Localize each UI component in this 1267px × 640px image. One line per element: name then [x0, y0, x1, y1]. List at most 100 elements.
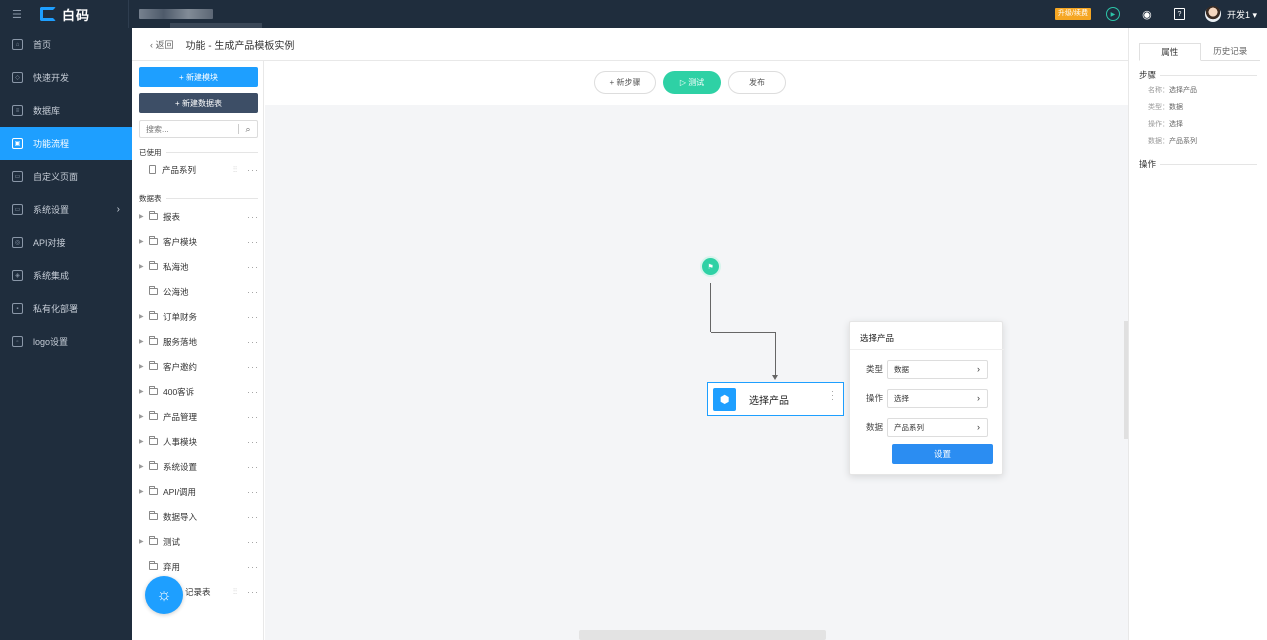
settings-button[interactable]: 设置 — [892, 444, 993, 464]
more-icon[interactable]: ··· — [247, 361, 259, 372]
caret-right-icon[interactable]: ▶ — [139, 439, 144, 445]
caret-right-icon[interactable]: ▶ — [139, 339, 144, 345]
blurred-tab[interactable] — [139, 9, 214, 19]
list-item[interactable]: ▶ 客户邀约 ··· — [139, 354, 259, 379]
more-icon[interactable]: ··· — [247, 236, 259, 247]
sidebar-item-system-settings[interactable]: ▭系统设置› — [0, 193, 132, 226]
settings-icon[interactable]: ⫶⫶ — [233, 586, 237, 596]
list-item-label: 测试 — [163, 536, 181, 547]
chevron-right-icon: › — [977, 364, 980, 374]
type-select[interactable]: 数据› — [887, 359, 988, 379]
list-item[interactable]: ▶客户模块··· — [139, 229, 259, 254]
sidebar-item-private-deploy[interactable]: ▪私有化部署 — [0, 292, 132, 325]
sidebar-item-database[interactable]: ≡数据库 — [0, 94, 132, 127]
sidebar-item-api[interactable]: ◎API对接 — [0, 226, 132, 259]
caret-right-icon[interactable]: ▶ — [139, 214, 144, 220]
caret-right-icon[interactable]: ▶ — [139, 414, 144, 420]
avatar[interactable] — [1204, 6, 1221, 22]
sidebar-item-home[interactable]: ⌂首页 — [0, 28, 132, 61]
settings-icon[interactable]: ⫶⫶ — [233, 164, 237, 174]
caret-right-icon[interactable]: ▶ — [139, 264, 144, 270]
more-icon[interactable]: ··· — [247, 486, 259, 497]
operation-row: 操作 选择› — [850, 388, 1004, 408]
more-icon[interactable]: ··· — [247, 164, 259, 175]
list-item[interactable]: ▶ 测试 ··· — [139, 529, 259, 554]
data-select[interactable]: 产品系列› — [887, 417, 988, 437]
list-item[interactable]: 数据导入 ··· — [139, 504, 259, 529]
cube-icon: ◇ — [12, 72, 23, 83]
new-step-button[interactable]: + 新步骤 — [594, 71, 656, 94]
operation-select[interactable]: 选择› — [887, 388, 988, 408]
more-icon[interactable]: ··· — [247, 411, 259, 422]
new-table-button[interactable]: + 新建数据表 — [139, 93, 258, 113]
horizontal-scrollbar[interactable] — [579, 630, 826, 640]
more-vertical-icon[interactable]: ··· — [831, 386, 834, 404]
search-input[interactable] — [140, 124, 238, 134]
sidebar-item-logo[interactable]: ▫logo设置 — [0, 325, 132, 358]
sidebar-item-flow[interactable]: ▣功能流程 — [0, 127, 132, 160]
flow-step-node[interactable]: ⬢ 选择产品 ··· — [707, 382, 844, 416]
list-item[interactable]: ▶私海池··· — [139, 254, 259, 279]
tab-properties[interactable]: 属性 — [1139, 43, 1201, 61]
list-item[interactable]: ▶报表··· — [139, 204, 259, 229]
more-icon[interactable]: ··· — [247, 386, 259, 397]
caret-right-icon[interactable]: ▶ — [139, 464, 144, 470]
more-icon[interactable]: ··· — [247, 436, 259, 447]
more-icon[interactable]: ··· — [247, 286, 259, 297]
list-item[interactable]: 公海池··· — [139, 279, 259, 304]
play-icon[interactable]: ▶ — [1105, 7, 1120, 21]
more-icon[interactable]: ··· — [247, 561, 259, 572]
lightbulb-icon[interactable]: ☼ — [145, 576, 183, 614]
list-item[interactable]: ▶订单财务··· — [139, 304, 259, 329]
caret-right-icon[interactable]: ▶ — [139, 364, 144, 370]
publish-button[interactable]: 发布 — [728, 71, 786, 94]
list-item[interactable]: ▶API/调用··· — [139, 479, 259, 504]
more-icon[interactable]: ··· — [247, 511, 259, 522]
more-icon[interactable]: ··· — [247, 586, 259, 597]
more-icon[interactable]: ··· — [247, 211, 259, 222]
data-row: 数据 产品系列› — [850, 417, 1004, 437]
new-module-button[interactable]: + 新建模块 — [139, 67, 258, 87]
more-icon[interactable]: ··· — [247, 261, 259, 272]
more-icon[interactable]: ··· — [247, 336, 259, 347]
list-item[interactable]: ▶产品管理··· — [139, 404, 259, 429]
upgrade-button[interactable]: 升级/续费 — [1055, 8, 1091, 20]
prop-operation: 操作：选择 — [1148, 121, 1183, 128]
tab-history[interactable]: 历史记录 — [1213, 46, 1248, 56]
sidebar-item-integration[interactable]: ◈系统集成 — [0, 259, 132, 292]
start-flag-icon[interactable]: ⚑ — [702, 258, 719, 275]
user-menu[interactable]: 开发1 ▾ — [1226, 9, 1257, 20]
more-icon[interactable]: ··· — [247, 536, 259, 547]
list-item[interactable]: 记录表 ⫶⫶··· — [185, 586, 259, 597]
caret-right-icon[interactable]: ▶ — [139, 314, 144, 320]
home-icon: ⌂ — [12, 39, 23, 50]
list-item-label: 数据导入 — [163, 511, 198, 522]
test-button[interactable]: ▷ 测试 — [663, 71, 721, 94]
more-icon[interactable]: ··· — [247, 461, 259, 472]
sidebar-item-quick-dev[interactable]: ◇快速开发 — [0, 61, 132, 94]
caret-right-icon[interactable]: ▶ — [139, 239, 144, 245]
eye-icon[interactable]: ◉ — [1142, 8, 1152, 21]
list-item[interactable]: 弃用··· — [139, 554, 259, 579]
properties-tabs: 属性 历史记录 — [1139, 43, 1260, 61]
list-item-label: 客户邀约 — [163, 361, 198, 372]
document-icon[interactable]: ? — [1173, 8, 1185, 20]
caret-right-icon[interactable]: ▶ — [139, 539, 144, 545]
sidebar-item-custom-page[interactable]: ▭自定义页面 — [0, 160, 132, 193]
vertical-scrollbar[interactable] — [1124, 321, 1128, 439]
menu-icon[interactable]: ☰ — [12, 8, 22, 21]
list-item[interactable]: ▶人事模块··· — [139, 429, 259, 454]
flow-canvas[interactable]: + 新步骤 ▷ 测试 发布 ⚑ ⬢ 选择产品 ··· 选择产品 类型 数据› 操… — [265, 61, 1128, 640]
used-item[interactable]: 产品系列 ⫶⫶··· — [139, 157, 259, 182]
folder-icon — [149, 461, 158, 470]
list-item[interactable]: ▶400客诉··· — [139, 379, 259, 404]
list-item[interactable]: ▶服务落地··· — [139, 329, 259, 354]
more-icon[interactable]: ··· — [247, 311, 259, 322]
list-item[interactable]: ▶ 系统设置 ··· — [139, 454, 259, 479]
caret-right-icon[interactable]: ▶ — [139, 389, 144, 395]
search-icon[interactable]: ⌕ — [245, 123, 251, 134]
caret-right-icon[interactable]: ▶ — [139, 489, 144, 495]
back-button[interactable]: ‹ 返回 — [150, 39, 174, 50]
list-item-label: 系统设置 — [163, 461, 198, 472]
folder-icon — [149, 561, 158, 570]
